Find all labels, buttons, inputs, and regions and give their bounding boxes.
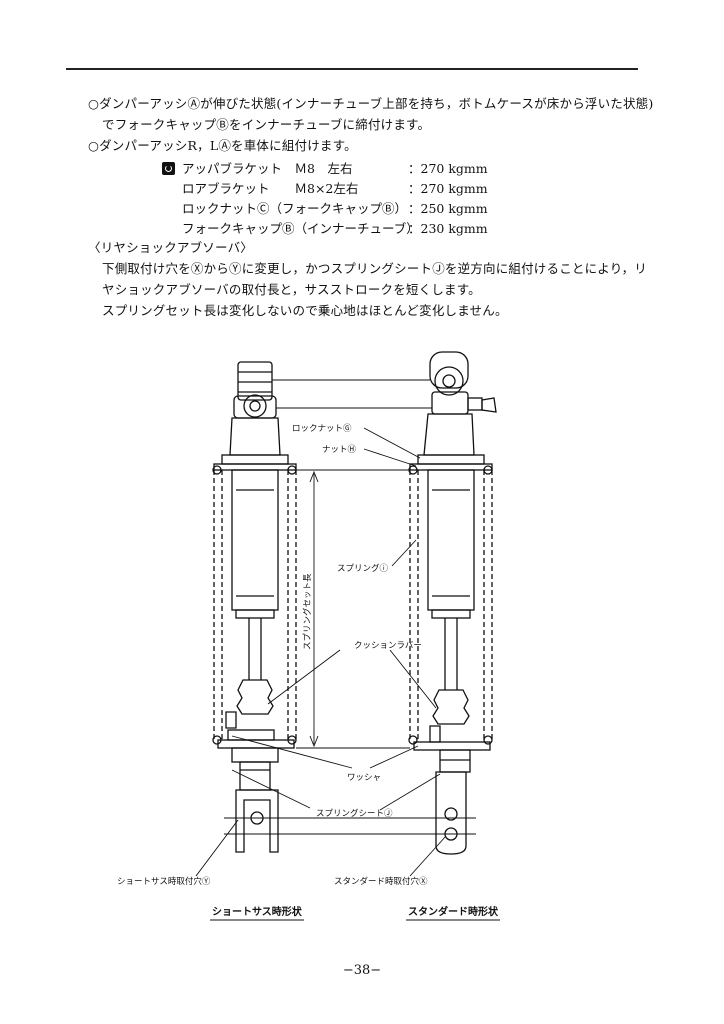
header-rule <box>66 68 638 70</box>
torque-value: ：270 kgmm <box>408 181 488 196</box>
rear-shock-line-2: ヤショックアブソーバの取付長と，サスストロークを短くします。 <box>102 282 481 297</box>
caption-short: ショートサス時形状 <box>212 905 303 918</box>
torque-value: ：230 kgmm <box>408 221 488 236</box>
instruction-line-1: ○ダンパーアッシⒶが伸びた状態(インナーチューブ上部を持ち，ボトムケースが床から… <box>88 96 654 111</box>
torque-part: アッパブラケット Ｍ8 左右 <box>182 161 353 176</box>
rear-shock-line-1: 下側取付け穴をⓍからⓎに変更し，かつスプリングシートⒿを逆方向に組付けることによ… <box>102 261 647 276</box>
label-short-hole: ショートサス時取付穴Ⓨ <box>117 876 211 887</box>
torque-wrench-icon <box>162 162 175 175</box>
torque-part: ロックナットⒸ（フォークキャップⒷ） <box>182 201 408 216</box>
left-shock-absorber <box>212 361 297 853</box>
torque-part: ロアブラケット Ｍ8×2左右 <box>182 181 359 196</box>
label-standard-hole: スタンダード時取付穴Ⓧ <box>334 876 428 887</box>
torque-value: ：270 kgmm <box>408 161 488 176</box>
instruction-line-3: ○ダンパーアッシR，LⒶを車体に組付けます。 <box>88 138 357 153</box>
label-cushion-rubber: クッションラバー <box>354 641 422 651</box>
page-number: −38− <box>342 963 382 978</box>
torque-part: フォークキャップⒷ（インナーチューブ） <box>182 221 419 236</box>
label-spring-set-length: スプリングセット長 <box>302 573 313 650</box>
caption-standard: スタンダード時形状 <box>408 905 499 918</box>
instruction-line-2: でフォークキャップⒷをインナーチューブに締付けます。 <box>102 117 431 132</box>
right-shock-absorber <box>408 351 497 855</box>
torque-value: ：250 kgmm <box>408 201 488 216</box>
label-spring: スプリングⓘ <box>337 563 389 574</box>
rear-shock-heading: 〈リヤショックアブソーバ〉 <box>88 240 253 255</box>
label-washer: ワッシャ <box>347 773 381 783</box>
label-nut: ナットⒽ <box>322 445 357 455</box>
label-lock-nut: ロックナットⒼ <box>292 424 352 434</box>
rear-shock-line-3: スプリングセット長は変化しないので乗心地はほとんど変化しません。 <box>102 303 508 318</box>
label-spring-seat: スプリングシートⒿ <box>316 808 393 819</box>
